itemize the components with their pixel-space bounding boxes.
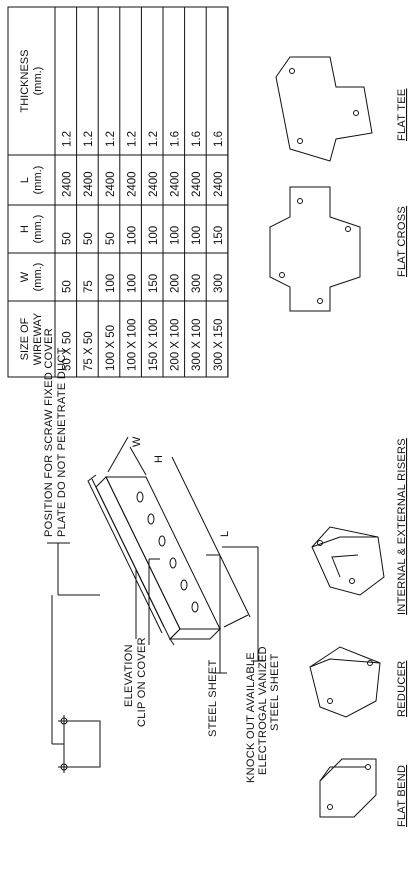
table-cell-l: 2400 xyxy=(148,171,160,197)
table-cell-size: 200 X 100 xyxy=(170,319,182,371)
table-header-w: W xyxy=(19,271,31,282)
table-cell-thickness: 1.2 xyxy=(83,131,95,147)
table-cell-h: 50 xyxy=(62,232,74,245)
table-cell-size: 300 X 150 xyxy=(213,319,225,371)
wireway-isometric xyxy=(87,474,222,646)
dimension-lines xyxy=(107,436,251,628)
dim-label-h: H xyxy=(153,455,165,463)
knockout-holes xyxy=(136,491,199,613)
table-cell-w: 75 xyxy=(83,280,95,293)
table-cell-l: 2400 xyxy=(83,171,95,197)
table-cell-h: 50 xyxy=(83,232,95,245)
risers-drawing xyxy=(311,526,385,596)
callout-knockout: KNOCK OUT AVAILABLE xyxy=(245,652,257,783)
table-cell-l: 2400 xyxy=(191,171,203,197)
label-flat-tee: FLAT TEE xyxy=(396,88,408,141)
reducer-drawing xyxy=(309,646,381,718)
table-cell-h: 50 xyxy=(105,232,117,245)
table-header-h: H xyxy=(19,225,31,233)
table-cell-size: 100 X 100 xyxy=(126,319,138,371)
table-cell-w: 100 xyxy=(105,274,117,293)
label-reducer: REDUCER xyxy=(396,661,408,718)
table-header-size: WIREWAY xyxy=(32,312,44,365)
table-cell-thickness: 1.2 xyxy=(126,131,138,147)
table-cell-size: 300 X 100 xyxy=(191,319,203,371)
table-cell-l: 2400 xyxy=(213,171,225,197)
table-header-thickness: (mm.) xyxy=(32,67,44,96)
callout-elevation: ELEVATION xyxy=(123,644,135,707)
table-cell-thickness: 1.2 xyxy=(62,131,74,147)
table-cell-w: 100 xyxy=(126,274,138,293)
table-cell-h: 100 xyxy=(126,226,138,245)
callout-screw-position-2: PLATE DO NOT PENETRATE DUCT xyxy=(56,347,68,537)
callout-galvanized: ELECTROGAL VANIZED xyxy=(257,646,269,775)
table-cell-w: 50 xyxy=(62,280,74,293)
dim-label-l: L xyxy=(219,531,231,537)
callout-clip-on-cover: CLIP ON COVER xyxy=(136,637,148,727)
label-flat-cross: FLAT CROSS xyxy=(396,206,408,277)
table-cell-l: 2400 xyxy=(126,171,138,197)
label-flat-bend: FLAT BEND xyxy=(396,765,408,827)
table-header-size: SIZE OF xyxy=(19,317,31,360)
table-cell-w: 300 xyxy=(213,274,225,293)
table-cell-h: 100 xyxy=(170,226,182,245)
table-header-thickness: THICKNESS xyxy=(19,50,31,113)
elevation-section xyxy=(51,595,101,773)
callout-screw-position: POSITION FOR SCRAW FIXED COVER xyxy=(43,328,55,537)
table-cell-l: 2400 xyxy=(105,171,117,197)
table-cell-size: 75 X 50 xyxy=(83,331,95,371)
callout-steel-sheet-2: STEEL SHEET xyxy=(269,654,281,731)
flat-bend-drawing xyxy=(319,758,377,818)
table-cell-size: 150 X 100 xyxy=(148,319,160,371)
table-cell-thickness: 1.6 xyxy=(191,131,203,147)
table-cell-thickness: 1.2 xyxy=(105,131,117,147)
table-cell-thickness: 1.2 xyxy=(148,131,160,147)
table-header-w: (mm.) xyxy=(32,263,44,292)
table-header-l: (mm.) xyxy=(32,166,44,195)
callout-steel-sheet: STEEL SHEET xyxy=(207,660,219,737)
table-header-l: L xyxy=(19,177,31,183)
table-cell-h: 100 xyxy=(148,226,160,245)
table-cell-w: 200 xyxy=(170,274,182,293)
table-cell-l: 2400 xyxy=(170,171,182,197)
table-cell-w: 150 xyxy=(148,274,160,293)
table-cell-w: 300 xyxy=(191,274,203,293)
table-cell-size: 50 X 50 xyxy=(62,331,74,371)
label-risers: INTERNAL & EXTERNAL RISERS xyxy=(396,438,408,615)
table-cell-size: 100 X 50 xyxy=(105,325,117,371)
table-cell-l: 2400 xyxy=(62,171,74,197)
table-cell-h: 150 xyxy=(213,226,225,245)
table-header-h: (mm.) xyxy=(32,215,44,244)
table-cell-thickness: 1.6 xyxy=(213,131,225,147)
flat-tee-drawing xyxy=(275,56,373,162)
flat-cross-drawing xyxy=(269,186,361,312)
table-cell-h: 100 xyxy=(191,226,203,245)
leader-lines xyxy=(47,542,265,674)
table-cell-thickness: 1.6 xyxy=(170,131,182,147)
dim-label-w: W xyxy=(131,436,143,447)
